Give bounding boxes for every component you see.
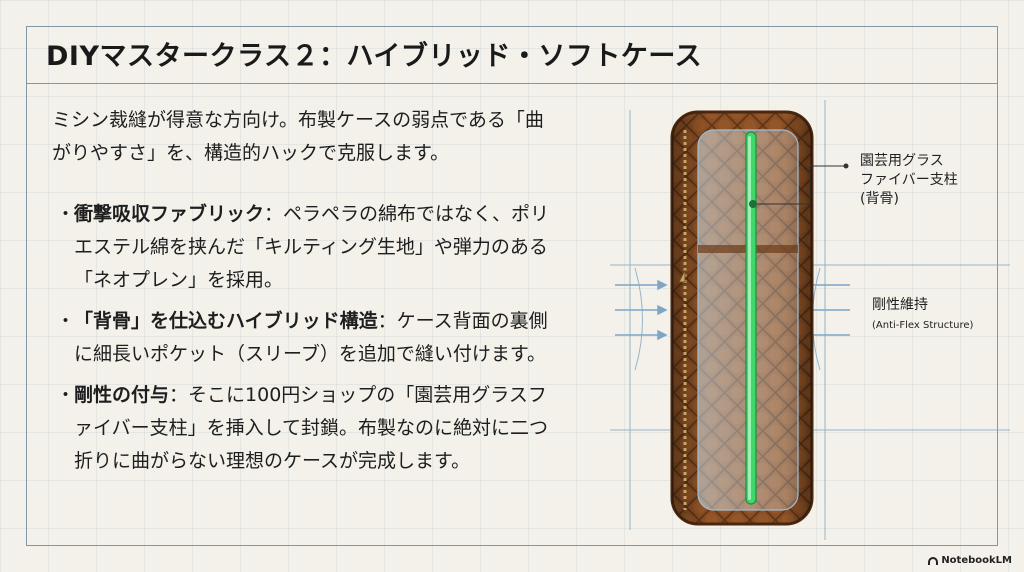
bullet-item-fabric: ・ 衝撃吸収ファブリック：ペラペラの綿布ではなく、ポリエステル綿を挟んだ「キルテ… [52,198,552,297]
bullet-body: ：ケース背面の裏側に細長いポケット（スリーブ）を追加で縫い付けます。 [74,310,548,365]
bullet-list: ・ 衝撃吸収ファブリック：ペラペラの綿布ではなく、ポリエステル綿を挟んだ「キルテ… [52,198,552,486]
rigidity-callout-subtitle: (Anti-Flex Structure) [872,320,974,331]
rigidity-callout-title: 剛性維持 [872,297,928,313]
rigidity-callout: 剛性維持 (Anti-Flex Structure) [872,296,973,335]
case-illustration: 園芸用グラス ファイバー支柱 (背骨) 剛性維持 (Anti-Flex Stru… [610,100,1010,540]
bullet-heading: 剛性の付与 [74,384,170,406]
bullet-body: ：ペラペラの綿布ではなく、ポリエステル綿を挟んだ「キルティング生地」や弾力のある… [74,203,550,291]
bullet-item-rigidity: ・ 剛性の付与：そこに100円ショップの「園芸用グラスファイバー支柱」を挿入して… [52,379,552,478]
bullet-marker: ・ [56,203,76,225]
bullet-marker: ・ [56,384,76,406]
title-band [26,26,998,84]
zipper-pull [678,269,686,283]
callout-leaders [753,165,846,205]
brand-label: NotebookLM [941,555,1012,566]
intro-text: ミシン裁縫が得意な方向け。布製ケースの弱点である「曲がりやすさ」を、構造的ハック… [52,109,544,164]
notebooklm-badge: NotebookLM [928,555,1012,566]
slide-frame [26,26,998,546]
bullet-marker: ・ [56,310,76,332]
rod-callout-dot [749,200,757,208]
spine-callout-line-3: (背骨) [860,191,899,207]
spine-callout-line-2: ファイバー支柱 [860,172,958,188]
quilted-case-drawing [610,100,1010,540]
notebooklm-logo-icon [928,556,939,565]
bullet-heading: 衝撃吸収ファブリック [74,203,265,225]
bullet-heading: 「背骨」を仕込むハイブリッド構造 [74,310,378,332]
bullet-item-spine-structure: ・ 「背骨」を仕込むハイブリッド構造：ケース背面の裏側に細長いポケット（スリーブ… [52,305,552,371]
rod-highlight [748,136,751,500]
bullet-body: ：そこに100円ショップの「園芸用グラスファイバー支柱」を挿入して封鎖。布製なの… [74,384,549,472]
callout-anchor [843,163,849,169]
slide-title: DIYマスタークラス２：ハイブリッド・ソフトケース [46,41,703,72]
spine-callout: 園芸用グラス ファイバー支柱 (背骨) [860,152,958,209]
spine-callout-line-1: 園芸用グラス [860,153,944,169]
